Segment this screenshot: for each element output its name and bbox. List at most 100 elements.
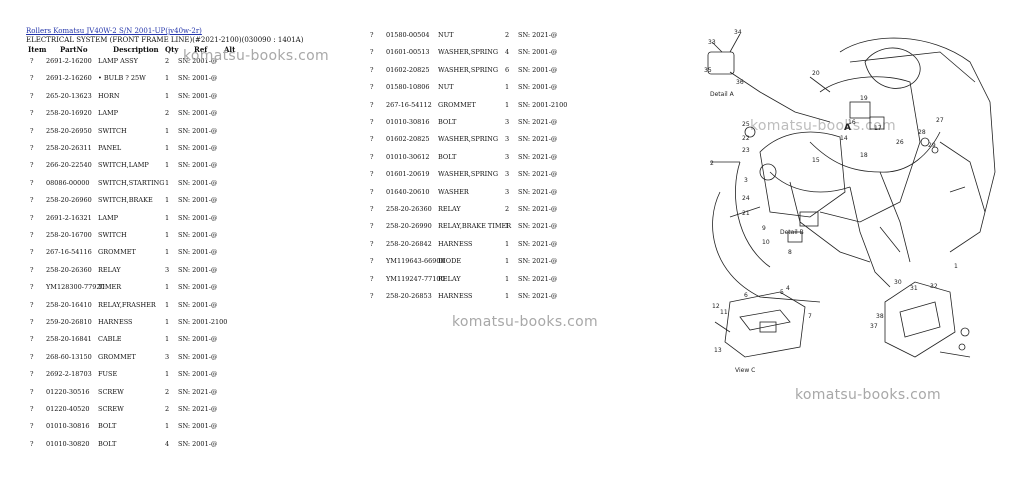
- diagram-callout: 27: [936, 117, 944, 124]
- model-title-link[interactable]: Rollers Komatsu JV40W-2 S/N 2001-UP(jv40…: [26, 27, 202, 35]
- cell-qty: 4: [505, 48, 510, 57]
- cell-partno: 2691-2-16321: [46, 213, 92, 222]
- cell-description: BOLT: [98, 422, 117, 431]
- diagram-callout: 33: [708, 39, 716, 46]
- cell-qty: 1: [165, 126, 170, 135]
- cell-qty: 2: [165, 57, 170, 65]
- cell-item: ?: [30, 126, 34, 135]
- cell-description: TIMER: [98, 283, 122, 292]
- watermark: komatsu-books.com: [750, 118, 896, 134]
- diagram-callout: 16: [848, 119, 856, 126]
- cell-serial: SN: 2021-@: [518, 31, 558, 39]
- cell-description: • BULB ? 25W: [98, 74, 146, 83]
- cell-partno: 258-20-16700: [46, 231, 92, 239]
- cell-description: PANEL: [98, 144, 122, 152]
- diagram-callout: 24: [742, 195, 750, 202]
- cell-serial: SN: 2001-@: [178, 300, 218, 309]
- cell-partno: 2691-2-16260: [46, 74, 92, 83]
- cell-qty: 2: [165, 405, 170, 413]
- cell-qty: 3: [505, 170, 510, 179]
- cell-serial: SN: 2021-@: [518, 274, 558, 283]
- cell-item: ?: [30, 231, 34, 239]
- cell-qty: 1: [165, 231, 170, 239]
- diagram-detail-label: View C: [735, 367, 755, 374]
- diagram-callout: 29: [928, 142, 936, 149]
- cell-description: GROMMET: [98, 352, 136, 361]
- cell-item: ?: [370, 118, 374, 126]
- cell-serial: SN: 2001-@: [178, 213, 218, 222]
- cell-qty: 1: [505, 257, 510, 266]
- cell-serial: SN: 2021-@: [518, 152, 558, 161]
- cell-description: LAMP ASSY: [98, 57, 138, 65]
- cell-item: ?: [370, 257, 374, 266]
- cell-partno: YM128300-77920: [46, 283, 105, 292]
- cell-description: WASHER,SPRING: [438, 135, 499, 144]
- col-description: Description: [113, 45, 159, 54]
- cell-description: WASHER,SPRING: [438, 65, 499, 74]
- cell-description: RELAY: [438, 205, 461, 213]
- cell-item: ?: [30, 57, 34, 65]
- cell-description: NUT: [438, 31, 454, 39]
- cell-item: ?: [30, 405, 34, 413]
- cell-serial: SN: 2001-2100: [518, 100, 568, 109]
- cell-serial: SN: 2021-@: [518, 257, 558, 266]
- cell-serial: SN: 2001-2100: [178, 318, 228, 326]
- cell-serial: SN: 2001-@: [178, 91, 218, 100]
- cell-description: WASHER,SPRING: [438, 170, 499, 179]
- cell-serial: SN: 2001-@: [518, 83, 558, 92]
- cell-description: SWITCH,STARTING: [98, 178, 165, 187]
- diagram-callout: 28: [918, 129, 926, 136]
- diagram-callout: 4: [786, 285, 790, 292]
- diagram-callout: 32: [930, 283, 938, 290]
- cell-serial: SN: 2021-@: [178, 405, 218, 413]
- cell-qty: 1: [505, 274, 510, 283]
- cell-item: ?: [30, 213, 34, 222]
- diagram-callout: 12: [712, 303, 720, 310]
- cell-description: GROMMET: [98, 248, 136, 257]
- cell-description: SWITCH: [98, 126, 127, 135]
- cell-partno: 266-20-22540: [46, 161, 92, 170]
- diagram-callout: 11: [720, 309, 728, 316]
- diagram-callout: 13: [714, 347, 722, 354]
- cell-description: SCREW: [98, 387, 124, 396]
- cell-item: ?: [370, 83, 374, 92]
- cell-serial: SN: 2001-@: [178, 57, 218, 65]
- cell-partno: 258-20-16410: [46, 300, 92, 309]
- cell-item: ?: [370, 100, 374, 109]
- diagram-callout: 37: [870, 323, 878, 330]
- cell-serial: SN: 2021-@: [518, 205, 558, 213]
- cell-serial: SN: 2021-@: [518, 222, 558, 231]
- diagram-callout: 25: [742, 121, 750, 128]
- cell-item: ?: [30, 74, 34, 83]
- cell-description: RELAY: [438, 274, 461, 283]
- cell-item: ?: [370, 135, 374, 144]
- cell-qty: 1: [505, 222, 510, 231]
- diagram-callout: 31: [910, 285, 918, 292]
- cell-qty: 1: [165, 178, 170, 187]
- cell-item: ?: [30, 370, 34, 379]
- cell-partno: 01010-30820: [46, 439, 90, 448]
- cell-serial: SN: 2001-@: [178, 370, 218, 379]
- cell-qty: 1: [165, 335, 170, 344]
- cell-item: ?: [30, 283, 34, 292]
- cell-item: ?: [30, 161, 34, 170]
- cell-partno: 01640-20610: [386, 187, 430, 196]
- cell-serial: SN: 2001-@: [178, 74, 218, 83]
- diagram-callout: 5: [780, 289, 784, 296]
- cell-description: LAMP: [98, 213, 119, 222]
- diagram-callout: 8: [788, 249, 792, 256]
- cell-item: ?: [30, 318, 34, 326]
- cell-item: ?: [370, 31, 374, 39]
- cell-item: ?: [370, 48, 374, 57]
- cell-item: ?: [30, 178, 34, 187]
- cell-item: ?: [30, 300, 34, 309]
- diagram-callout: A: [844, 123, 851, 133]
- cell-qty: 1: [165, 74, 170, 83]
- cell-qty: 1: [165, 422, 170, 431]
- cell-serial: SN: 2001-@: [518, 48, 558, 57]
- cell-partno: 258-20-16920: [46, 109, 92, 118]
- cell-item: ?: [30, 248, 34, 257]
- cell-serial: SN: 2021-@: [518, 118, 558, 126]
- diagram-callout: 3: [744, 177, 748, 184]
- cell-partno: 258-20-26360: [46, 265, 92, 274]
